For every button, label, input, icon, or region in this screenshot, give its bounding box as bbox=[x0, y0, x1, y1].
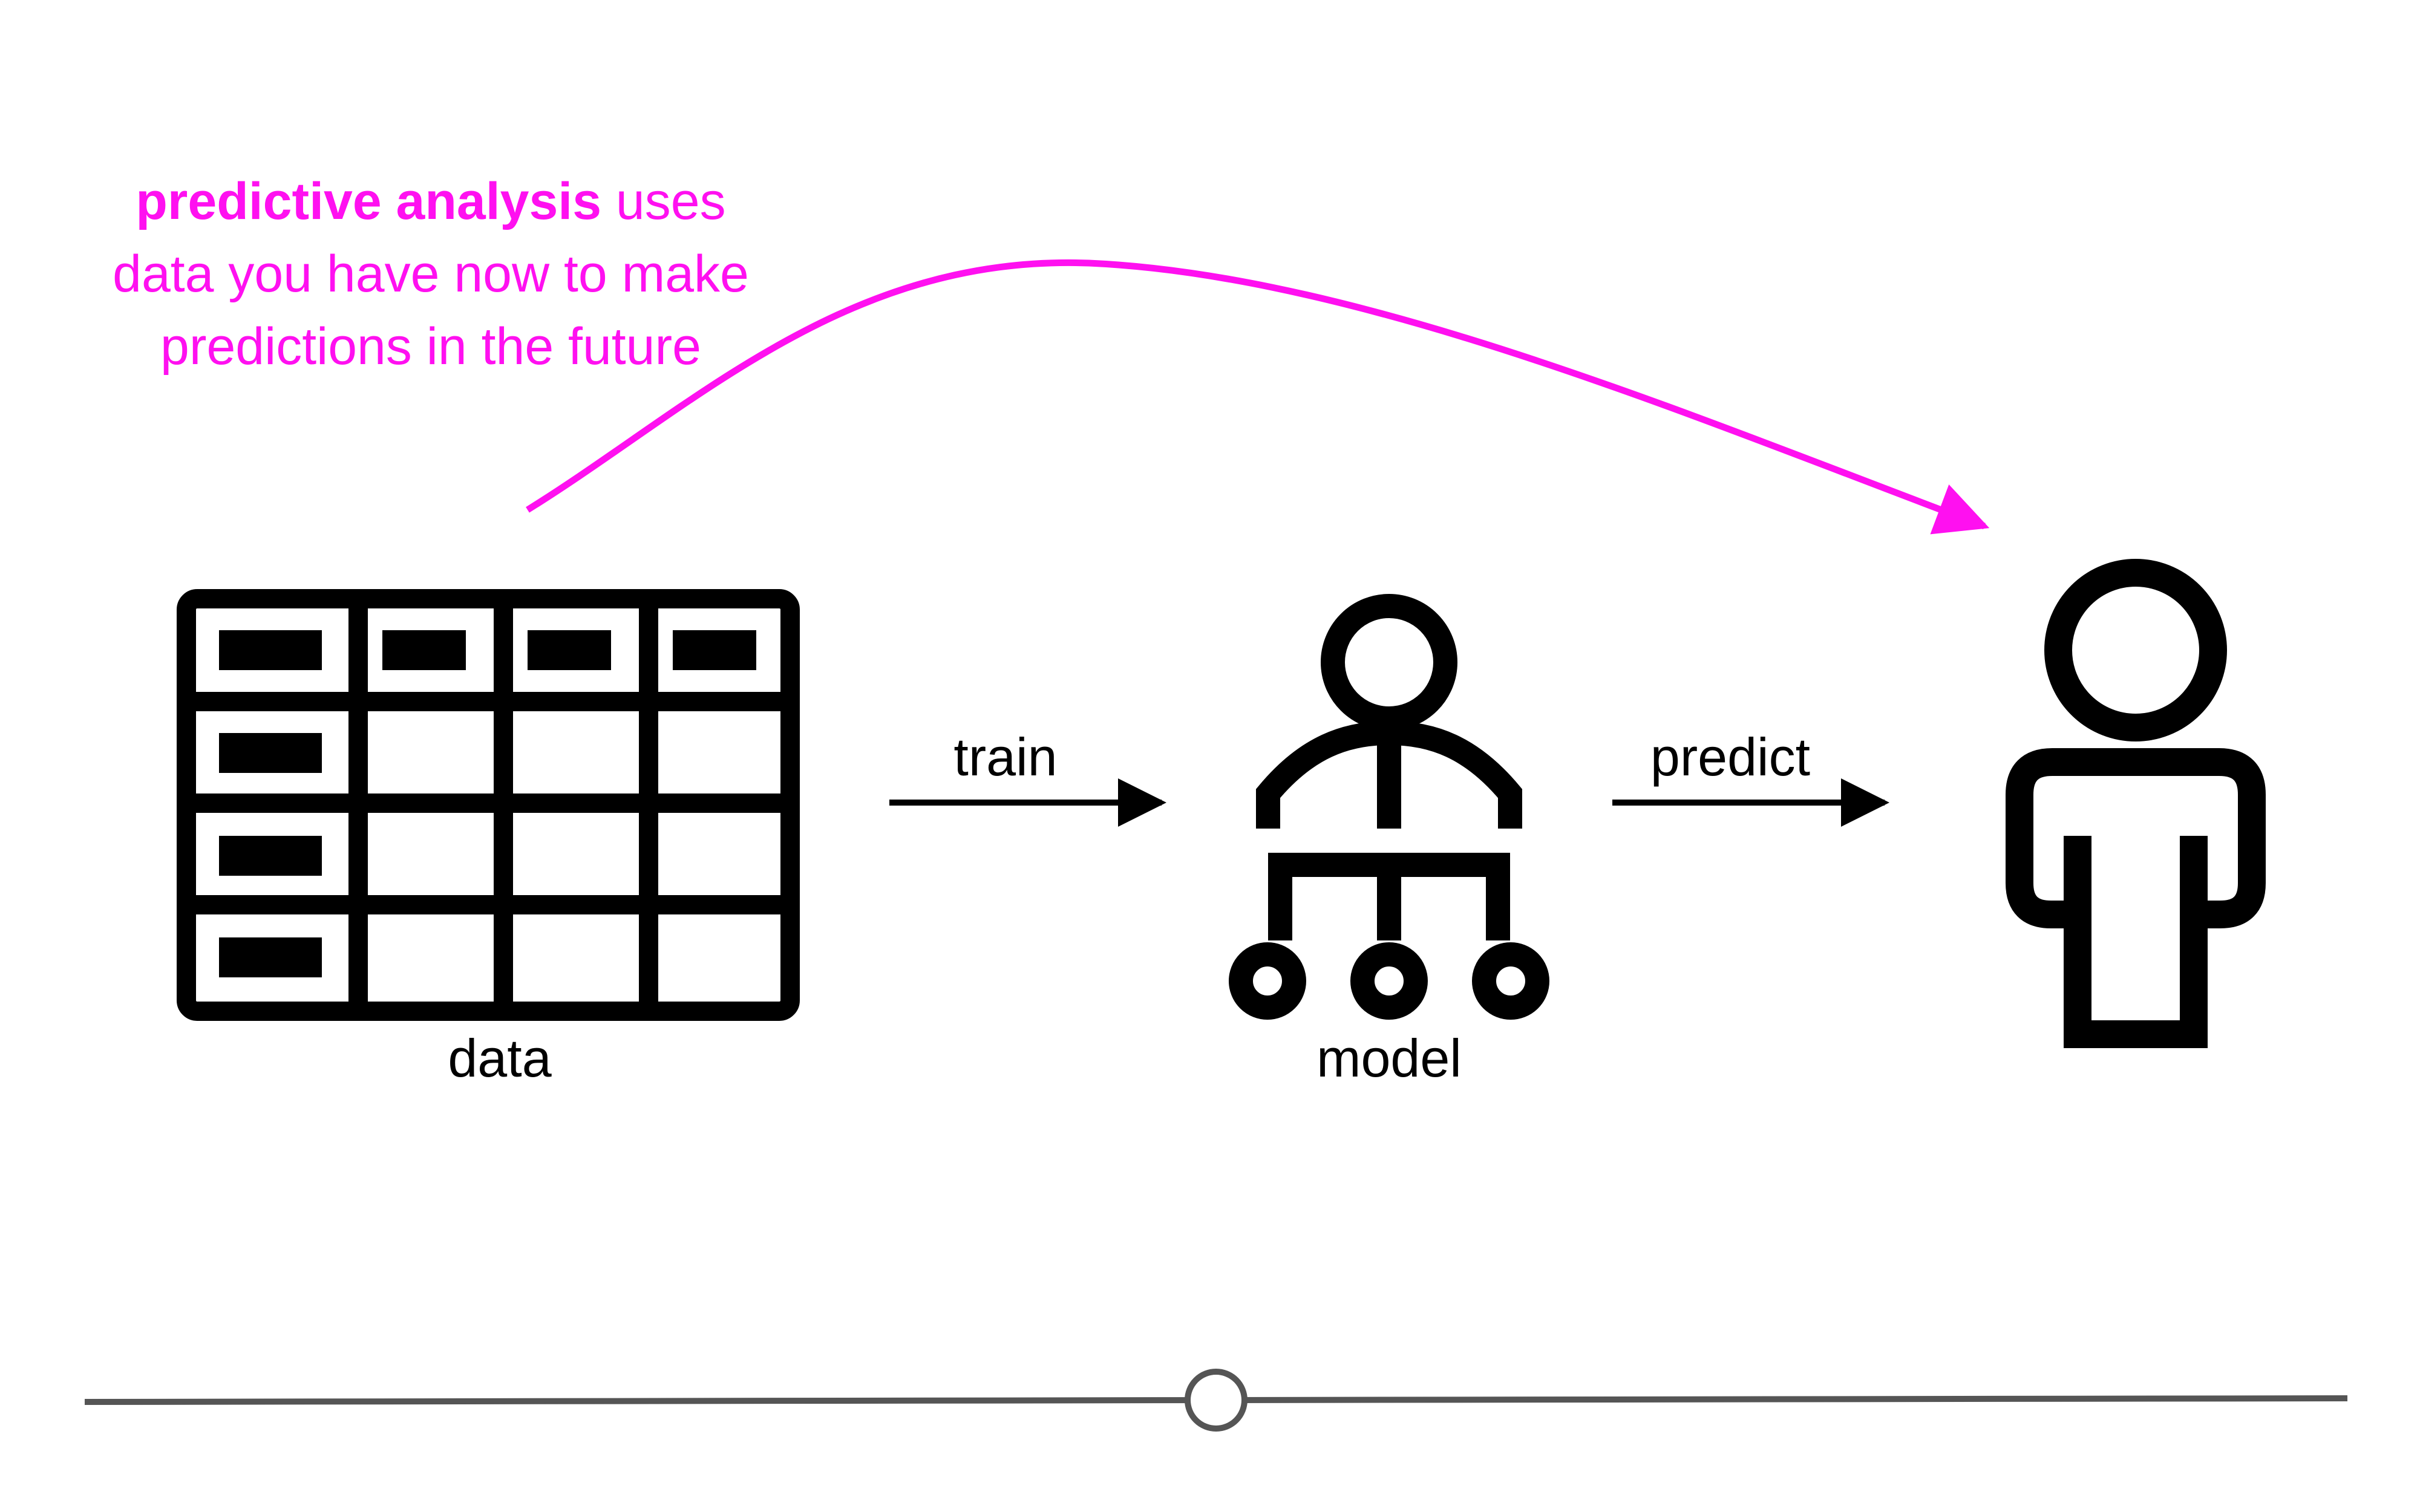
predict-edge: predict bbox=[1612, 727, 1889, 827]
progress-slider[interactable] bbox=[84, 1369, 2348, 1432]
train-label: train bbox=[953, 727, 1057, 787]
annotation-line2: data you have now to make bbox=[113, 245, 749, 303]
table-grid-icon bbox=[177, 589, 800, 1021]
annotation-text: predictive analysis uses data you have n… bbox=[113, 172, 749, 376]
data-label: data bbox=[448, 1028, 551, 1088]
svg-text:predictive analysis uses: predictive analysis uses bbox=[136, 172, 725, 230]
prediction-curve-arrow bbox=[526, 259, 1990, 535]
train-edge: train bbox=[889, 727, 1166, 827]
annotation-line1-rest: uses bbox=[601, 172, 726, 230]
hierarchy-person-icon bbox=[1229, 594, 1549, 1020]
person-icon bbox=[2006, 559, 2266, 1048]
model-label: model bbox=[1316, 1028, 1462, 1088]
annotation-highlight: predictive analysis bbox=[136, 172, 601, 230]
annotation-line3: predictions in the future bbox=[160, 318, 701, 376]
progress-thumb[interactable] bbox=[1185, 1369, 1248, 1432]
predict-label: predict bbox=[1650, 727, 1810, 787]
